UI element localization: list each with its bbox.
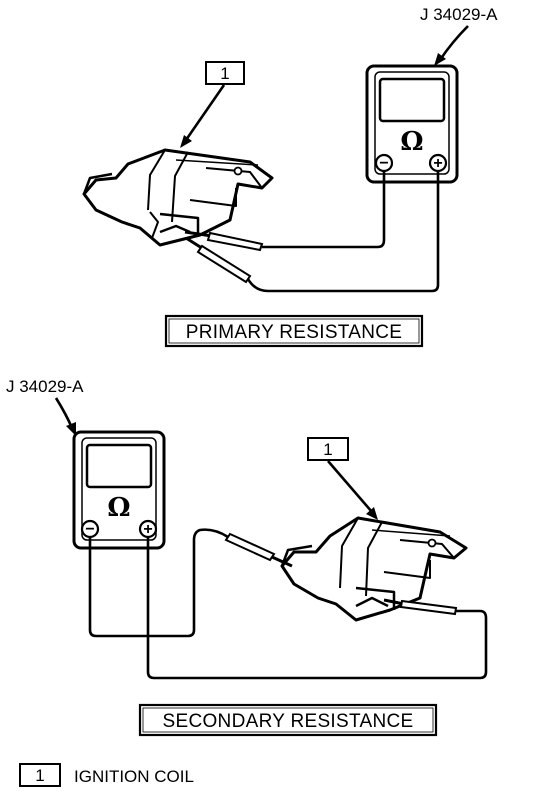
primary-probe-positive — [185, 236, 252, 284]
secondary-ohm-symbol: Ω — [107, 493, 130, 523]
primary-caption: PRIMARY RESISTANCE — [186, 322, 403, 343]
secondary-minus-terminal: − — [80, 519, 100, 539]
primary-minus-terminal: − — [374, 153, 394, 173]
primary-minus-sign: − — [379, 155, 388, 172]
primary-ohm-symbol: Ω — [400, 127, 423, 157]
primary-callout-number: 1 — [220, 64, 229, 83]
primary-ignition-coil — [82, 148, 274, 247]
secondary-positive-lead — [146, 537, 488, 680]
secondary-plus-terminal: + — [138, 519, 158, 539]
primary-positive-lead — [246, 171, 440, 293]
primary-meter-display — [378, 77, 446, 123]
primary-coil-callout: 1 — [180, 61, 245, 148]
secondary-resistance-panel: J 34029-A Ω − + 1 — [6, 377, 488, 737]
secondary-ohmmeter: Ω − + — [72, 430, 166, 550]
primary-ohmmeter: Ω − + — [365, 64, 459, 184]
primary-probe-negative — [184, 230, 264, 252]
legend-label: IGNITION COIL — [74, 767, 194, 786]
primary-resistance-panel: J 34029-A Ω − + 1 — [82, 5, 498, 348]
secondary-meter-display — [85, 443, 153, 489]
primary-plus-terminal: + — [428, 153, 448, 173]
primary-tool-label: J 34029-A — [420, 5, 498, 24]
legend-number: 1 — [35, 766, 44, 785]
secondary-tool-label: J 34029-A — [6, 377, 84, 396]
secondary-caption: SECONDARY RESISTANCE — [163, 711, 414, 732]
secondary-minus-sign: − — [85, 521, 94, 538]
primary-caption-box: PRIMARY RESISTANCE — [164, 314, 424, 348]
secondary-tool-arrow — [54, 397, 76, 436]
secondary-ignition-coil — [280, 516, 468, 622]
primary-negative-lead — [262, 171, 386, 249]
secondary-coil-callout: 1 — [307, 437, 378, 520]
secondary-plus-sign: + — [143, 521, 152, 538]
secondary-probe-negative — [224, 532, 293, 568]
secondary-probe-positive — [383, 598, 458, 616]
secondary-caption-box: SECONDARY RESISTANCE — [138, 703, 438, 737]
secondary-callout-number: 1 — [323, 440, 332, 459]
secondary-negative-lead — [88, 528, 229, 638]
primary-plus-sign: + — [433, 155, 442, 172]
legend: 1 IGNITION COIL — [19, 763, 194, 787]
primary-tool-arrow — [434, 25, 469, 66]
